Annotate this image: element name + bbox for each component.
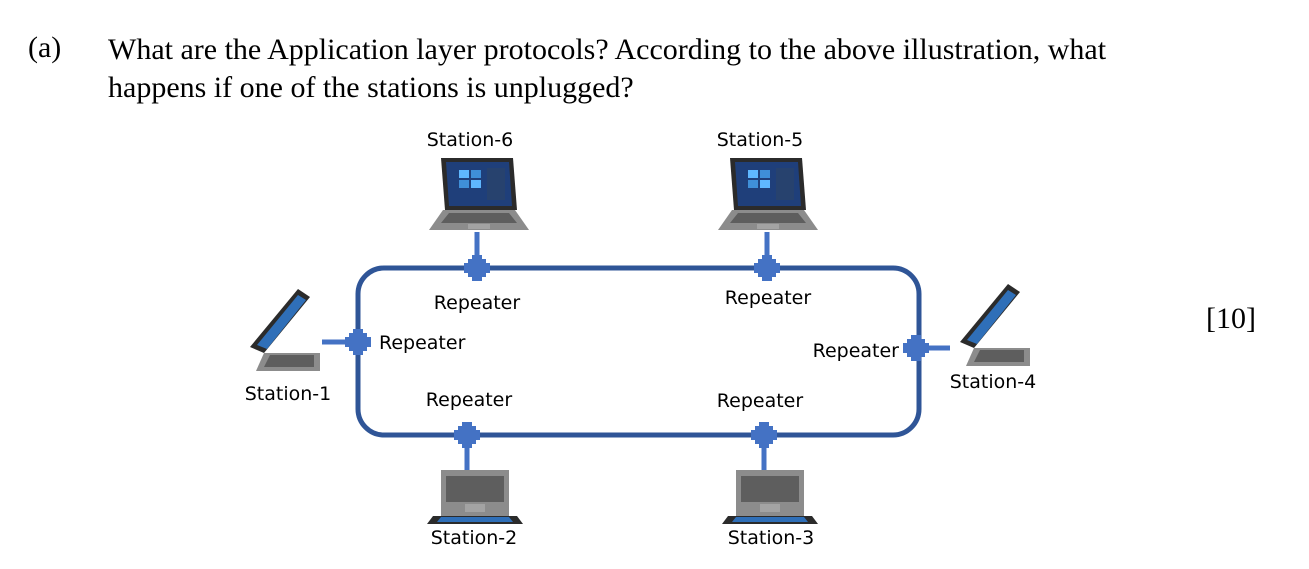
repeater-bottom-left [454,422,480,448]
laptop-icon-station-4 [960,284,1030,366]
station-label-5: Station-5 [717,129,804,151]
question-line-2: happens if one of the stations is unplug… [108,71,634,104]
station-label-6: Station-6 [427,129,514,151]
question-number: (a) [28,31,62,64]
repeater-label-bottom-left: Repeater [426,389,513,411]
repeater-bottom-right [751,422,777,448]
question-text: What are the Application layer protocols… [108,31,1228,107]
laptop-icon-station-3 [722,470,818,524]
station-label-3: Station-3 [728,527,815,549]
laptop-icon-station-2 [427,470,523,524]
laptop-icon-station-6 [429,158,529,230]
repeater-label-bottom-right: Repeater [717,390,804,412]
repeater-label-top-left: Repeater [434,292,521,314]
repeater-label-left: Repeater [379,332,466,354]
repeater-top-right [754,255,780,281]
repeater-right [903,335,929,361]
repeater-left [345,329,371,355]
laptop-icon-station-1 [250,289,320,371]
repeater-label-top-right: Repeater [725,287,812,309]
station-label-1: Station-1 [245,383,332,405]
repeater-label-right: Repeater [813,340,900,362]
station-label-4: Station-4 [950,371,1037,393]
repeater-top-left [464,255,490,281]
laptop-icon-station-5 [718,158,818,230]
station-label-2: Station-2 [431,527,518,549]
marks-label: [10] [1206,302,1256,335]
question-line-1: What are the Application layer protocols… [108,33,1107,66]
